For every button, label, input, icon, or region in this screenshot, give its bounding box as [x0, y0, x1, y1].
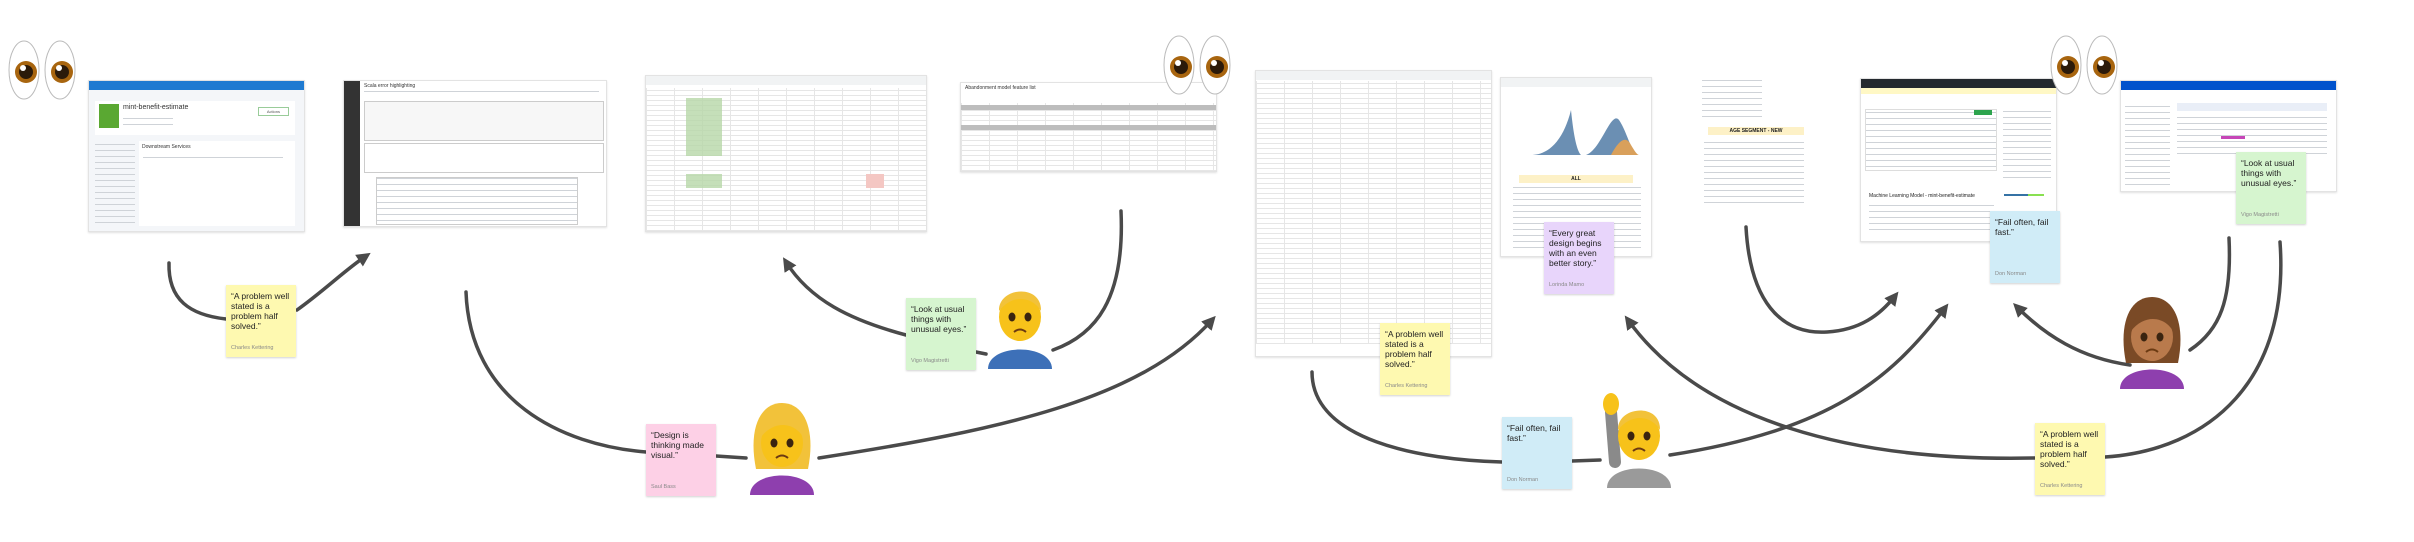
distribution-charts: [1531, 110, 1639, 155]
sticky-note: “Fail often, fail fast.” Don Norman: [1990, 211, 2060, 283]
arrow-6-in: [2188, 236, 2232, 352]
note-author: Charles Kettering: [231, 345, 274, 351]
note-quote: “Look at usual things with unusual eyes.…: [2241, 158, 2297, 188]
frowning-man-icon: [978, 273, 1062, 374]
note-author: Lorinda Mamo: [1549, 282, 1585, 288]
arrow-4-out: [1668, 303, 1949, 457]
section-title: Downstream Services: [142, 144, 191, 150]
arrow-3-out: [783, 257, 908, 337]
arrow-7-in: [2103, 240, 2283, 459]
screenshot-repo: Machine Learning Model - mint-benefit-es…: [1860, 78, 2057, 242]
arrow-4-link: [1570, 458, 1602, 463]
eyes-icon: [1163, 33, 1235, 102]
screenshot-long-sheet: [1255, 70, 1492, 357]
arrow-6-out: [2013, 303, 2132, 367]
arrow-5: [1744, 225, 1899, 334]
note-author: Don Norman: [1507, 477, 1539, 483]
note-quote: “Look at usual things with unusual eyes.…: [911, 304, 967, 334]
note-author: Vigo Magistretti: [911, 358, 949, 364]
note-quote: “A problem well stated is a problem half…: [1385, 329, 1444, 369]
arrow-1-in: [167, 261, 228, 321]
sticky-note: “Look at usual things with unusual eyes.…: [906, 298, 976, 370]
sticky-note: “Design is thinking made visual.” Saul Ba…: [646, 424, 716, 496]
note-quote: “Every great design begins with an even …: [1549, 228, 1602, 268]
eyes-icon: [2050, 33, 2122, 102]
note-quote: “Fail often, fail fast.”: [1507, 423, 1561, 443]
sticky-note: “A problem well stated is a problem half…: [1380, 323, 1450, 395]
note-quote: “Design is thinking made visual.”: [651, 430, 704, 460]
person-raising-hand-icon: [1597, 392, 1681, 493]
actions-button: Actions: [257, 107, 289, 116]
note-quote: “Fail often, fail fast.”: [1995, 217, 2049, 237]
arrow-3-link: [974, 350, 988, 356]
sticky-note: “A problem well stated is a problem half…: [226, 285, 296, 357]
screenshot-green-sheet: [645, 75, 927, 232]
note-quote: “A problem well stated is a problem half…: [2040, 429, 2099, 469]
screenshot-azure-asset: mint-benefit-estimate Actions Downstream…: [88, 80, 305, 232]
arrow-7-out: [1624, 315, 2037, 461]
note-author: Saul Bass: [651, 484, 676, 490]
sheet-title: Abandonment model feature list: [965, 85, 1036, 91]
eyes-icon: [8, 38, 80, 107]
arrow-4-in: [1310, 370, 1504, 464]
screenshot-notebook: Scala error highlighting: [343, 80, 607, 227]
notebook-title: Scala error highlighting: [364, 83, 416, 89]
frowning-woman-icon: [740, 399, 824, 500]
screenshot-output: AGE SEGMENT - NEW: [1700, 78, 1810, 210]
readme-title: Machine Learning Model - mint-benefit-es…: [1869, 193, 1975, 199]
sticky-note: “Every great design begins with an even …: [1544, 222, 1614, 294]
arrow-1-out: [295, 252, 371, 312]
arrow-2-link: [714, 454, 748, 460]
frowning-woman-medium-skin-icon: [2110, 293, 2194, 394]
sticky-note: “Fail often, fail fast.” Don Norman: [1502, 417, 1572, 489]
note-author: Charles Kettering: [1385, 383, 1428, 389]
screenshot-feature-list: Abandonment model feature list: [960, 82, 1217, 172]
sticky-note: “Look at usual things with unusual eyes.…: [2236, 152, 2306, 224]
asset-title: mint-benefit-estimate: [123, 104, 189, 111]
note-author: Charles Kettering: [2040, 483, 2083, 489]
arrow-3-in: [1051, 209, 1124, 352]
section-header-all: ALL: [1519, 175, 1633, 183]
arrow-2-out: [817, 315, 1216, 460]
arrow-2-in: [464, 290, 648, 454]
note-author: Don Norman: [1995, 271, 2027, 277]
note-quote: “A problem well stated is a problem half…: [231, 291, 290, 331]
section-header-age-segment: AGE SEGMENT - NEW: [1708, 127, 1804, 135]
sticky-note: “A problem well stated is a problem half…: [2035, 423, 2105, 495]
note-author: Vigo Magistretti: [2241, 212, 2279, 218]
